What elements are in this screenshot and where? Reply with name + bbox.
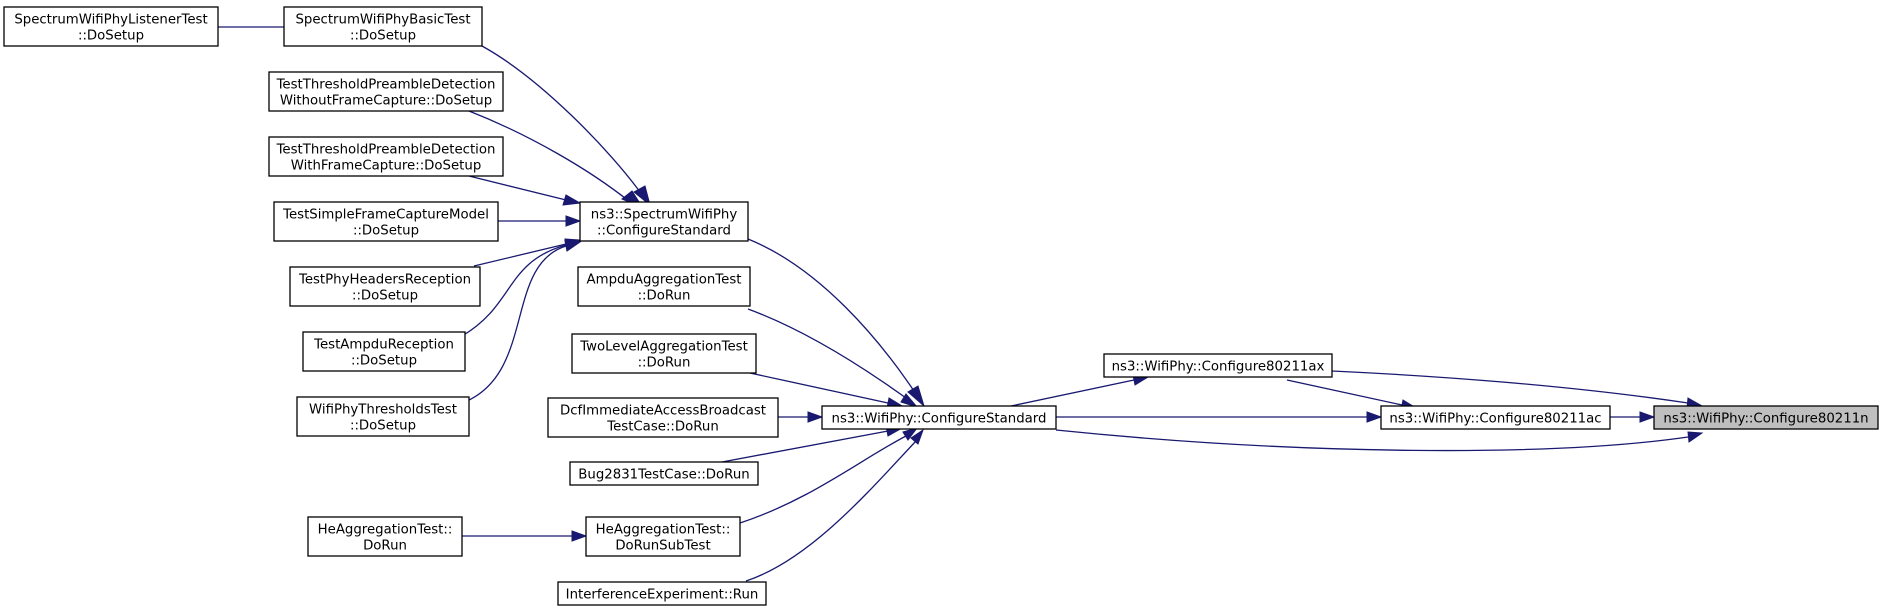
node-label-line: TestThresholdPreambleDetection (276, 143, 496, 158)
node-he-sub[interactable]: HeAggregationTest::DoRunSubTest (585, 516, 741, 557)
node-label-line: ns3::WifiPhy::Configure80211ac (1389, 412, 1601, 427)
node-label-line: SpectrumWifiPhyBasicTest (295, 13, 470, 28)
node-cfg-ax[interactable]: ns3::WifiPhy::Configure80211ax (1103, 353, 1333, 378)
node-label-line: DcfImmediateAccessBroadcast (560, 404, 766, 419)
node-label-line: WithFrameCapture::DoSetup (291, 159, 482, 174)
node-label-line: ::ConfigureStandard (597, 224, 731, 239)
node-label-line: ns3::WifiPhy::ConfigureStandard (832, 412, 1047, 427)
node-box (821, 405, 1057, 430)
edge-spectrum-cfg-to-thresholds (466, 240, 582, 402)
node-label-line: ::DoRun (638, 356, 691, 371)
node-label-line: TestSimpleFrameCaptureModel (282, 208, 489, 223)
node-box (569, 461, 759, 486)
node-label-line: ::DoSetup (351, 354, 417, 369)
edge-wifi-cfg-to-spectrum-cfg (747, 238, 925, 408)
node-label-line: DoRunSubTest (615, 539, 710, 554)
node-dcf[interactable]: DcfImmediateAccessBroadcastTestCase::DoR… (547, 397, 779, 438)
node-thresholds[interactable]: WifiPhyThresholdsTest::DoSetup (296, 396, 470, 437)
node-label-line: ::DoSetup (350, 29, 416, 44)
node-box (268, 71, 504, 112)
node-phy-headers[interactable]: TestPhyHeadersReception::DoSetup (289, 266, 481, 307)
node-bug2831[interactable]: Bug2831TestCase::DoRun (569, 461, 759, 486)
node-simple-fc[interactable]: TestSimpleFrameCaptureModel::DoSetup (273, 201, 499, 242)
node-box (585, 516, 741, 557)
edge-wifi-cfg-to-dcf (778, 411, 824, 423)
node-label-line: TestThresholdPreambleDetection (276, 78, 496, 93)
node-label-line: ns3::WifiPhy::Configure80211ax (1112, 360, 1325, 375)
node-label-line: ::DoSetup (352, 289, 418, 304)
node-box (571, 333, 757, 374)
edge-cfg-n-to-wifi-cfg (1055, 429, 1704, 452)
node-label-line: ns3::SpectrumWifiPhy (591, 208, 738, 223)
node-label-line: TestPhyHeadersReception (298, 273, 471, 288)
edge-wifi-cfg-to-interference (745, 428, 924, 582)
node-label-line: WithoutFrameCapture::DoSetup (280, 94, 492, 109)
node-listener[interactable]: SpectrumWifiPhyListenerTest::DoSetup (3, 6, 219, 47)
node-label-line: HeAggregationTest:: (596, 523, 731, 538)
edge-he-sub-to-he-run (462, 530, 588, 542)
edge-cfg-ac-to-wifi-cfg (1056, 411, 1383, 423)
node-basic[interactable]: SpectrumWifiPhyBasicTest::DoSetup (283, 6, 483, 47)
node-label-line: InterferenceExperiment::Run (566, 588, 759, 603)
edge-cfg-ax-to-wifi-cfg (1010, 374, 1150, 407)
node-box (307, 516, 463, 557)
node-box (1380, 405, 1611, 430)
node-box (557, 581, 767, 606)
node-label-line: ::DoSetup (350, 419, 416, 434)
graph-nodes: SpectrumWifiPhyListenerTest::DoSetupSpec… (3, 6, 1879, 606)
node-label-line: TestAmpduReception (313, 338, 454, 353)
node-label-line: ::DoSetup (78, 29, 144, 44)
node-label-line: WifiPhyThresholdsTest (309, 403, 457, 418)
node-label-line: ns3::WifiPhy::Configure80211n (1663, 412, 1868, 427)
node-ampdu-agg[interactable]: AmpduAggregationTest::DoRun (577, 266, 751, 307)
node-wifi-cfg[interactable]: ns3::WifiPhy::ConfigureStandard (821, 405, 1057, 430)
graph-edges (202, 21, 1704, 582)
edge-spectrum-cfg-to-tpd-with (468, 175, 582, 206)
edge-spectrum-cfg-to-basic (481, 45, 651, 207)
node-label-line: ::DoSetup (353, 224, 419, 239)
node-box (296, 396, 470, 437)
node-label-line: AmpduAggregationTest (587, 273, 742, 288)
node-box (3, 6, 219, 47)
node-label-line: SpectrumWifiPhyListenerTest (14, 13, 207, 28)
node-label-line: TwoLevelAggregationTest (579, 340, 748, 355)
node-spectrum-cfg[interactable]: ns3::SpectrumWifiPhy::ConfigureStandard (579, 201, 749, 242)
node-label-line: TestCase::DoRun (606, 420, 719, 435)
node-interference[interactable]: InterferenceExperiment::Run (557, 581, 767, 606)
node-tpd-without[interactable]: TestThresholdPreambleDetectionWithoutFra… (268, 71, 504, 112)
node-box (302, 331, 466, 372)
node-box (579, 201, 749, 242)
node-box (273, 201, 499, 242)
edge-spectrum-cfg-to-phy-headers (473, 238, 582, 267)
node-box (268, 136, 504, 177)
node-box (1653, 405, 1879, 430)
node-tpd-with[interactable]: TestThresholdPreambleDetectionWithFrameC… (268, 136, 504, 177)
edge-cfg-n-to-cfg-ac (1610, 411, 1656, 423)
node-ampdu-rx[interactable]: TestAmpduReception::DoSetup (302, 331, 466, 372)
node-label-line: Bug2831TestCase::DoRun (578, 468, 749, 483)
node-box (577, 266, 751, 307)
node-box (289, 266, 481, 307)
node-box (547, 397, 779, 438)
edge-spectrum-cfg-to-simple-fc (497, 215, 582, 227)
edge-wifi-cfg-to-he-sub (739, 427, 919, 524)
node-twolevel[interactable]: TwoLevelAggregationTest::DoRun (571, 333, 757, 374)
node-cfg-ac[interactable]: ns3::WifiPhy::Configure80211ac (1380, 405, 1611, 430)
node-label-line: HeAggregationTest:: (318, 523, 453, 538)
node-box (283, 6, 483, 47)
edge-wifi-cfg-to-ampdu-agg (747, 308, 919, 408)
node-label-line: DoRun (363, 539, 407, 554)
node-box (1103, 353, 1333, 378)
node-cfg-n[interactable]: ns3::WifiPhy::Configure80211n (1653, 405, 1879, 430)
node-label-line: ::DoRun (638, 289, 691, 304)
node-he-run[interactable]: HeAggregationTest::DoRun (307, 516, 463, 557)
